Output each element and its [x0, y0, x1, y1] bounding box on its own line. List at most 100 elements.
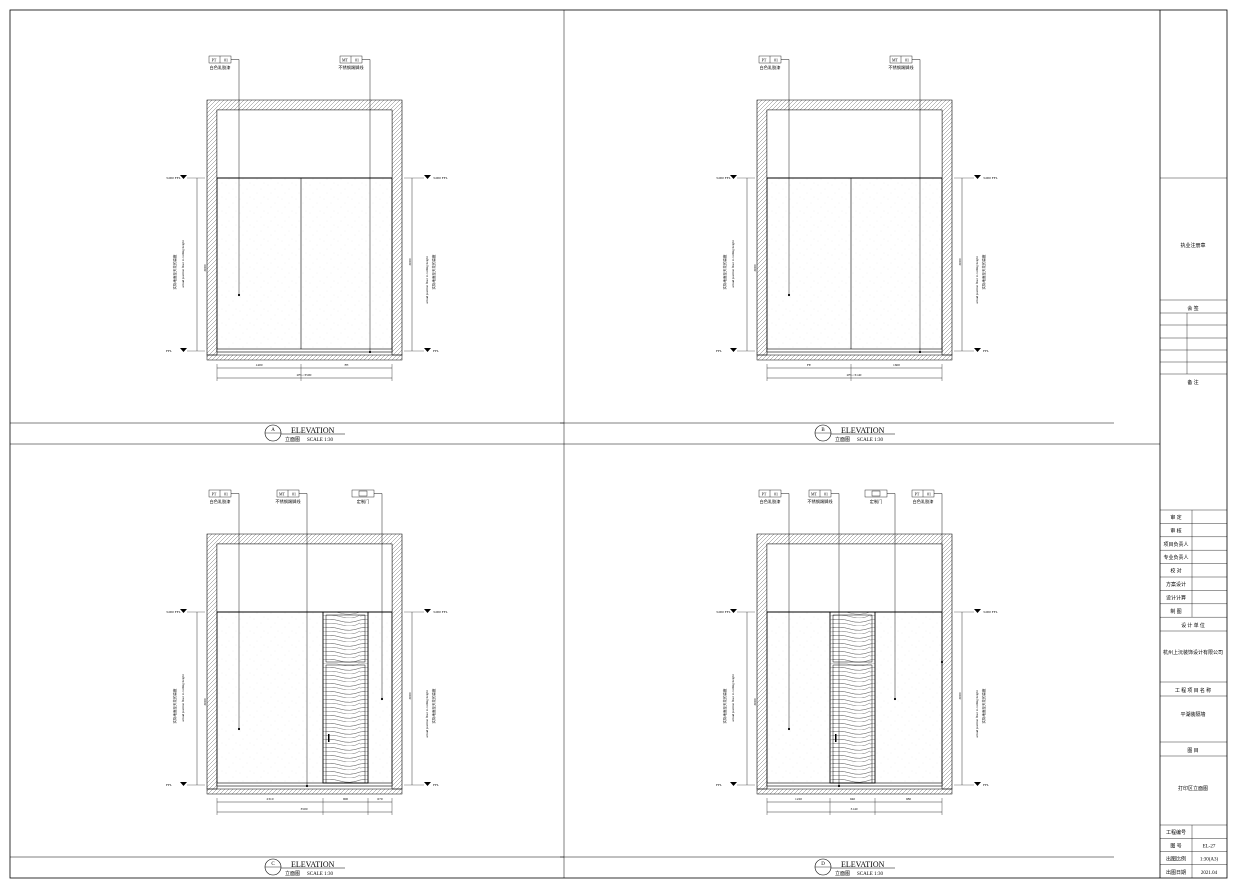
ceiling-cavity: [216, 109, 393, 179]
width-dim-2: 900: [343, 797, 349, 801]
vertical-note-en-left: actual position floor to ceiling height: [181, 674, 185, 721]
tb-info-label-2: 图 号: [1170, 843, 1181, 849]
level-top-label-left: 3.000 FFL: [166, 610, 181, 614]
wall-face-painted: [766, 177, 943, 352]
callout-code2: 01: [224, 58, 228, 63]
vertical-note-en-left: actual position floor to ceiling height: [731, 240, 735, 287]
height-dim-left: 3000: [753, 264, 757, 271]
tb-role-8: 制 图: [1170, 608, 1181, 615]
callout-code1: MT: [892, 58, 899, 63]
section-letter: D: [821, 862, 825, 867]
floor-section-hatch: [756, 788, 953, 795]
ceiling-cavity: [766, 543, 943, 613]
tb-design-unit-label: 设 计 单 位: [1181, 622, 1205, 629]
height-dim-left: 3000: [203, 264, 207, 271]
tb-role-1: 审 定: [1170, 514, 1181, 521]
callout-code2: 01: [824, 492, 828, 497]
callout-code1: MT: [279, 492, 286, 497]
elevation-scale: SCALE 1:30: [307, 438, 333, 443]
vertical-note-cn-right: 实际地面至天花的高度: [981, 254, 986, 289]
tb-role-4: 专业负责人: [1163, 554, 1188, 561]
callout-tag-inner: [358, 490, 368, 497]
overall-dim: 3140: [851, 807, 858, 811]
tb-license-seal: 执业注册章: [1180, 242, 1205, 249]
width-dim-1: 1220: [795, 797, 802, 801]
width-dim-2: 940: [850, 797, 856, 801]
vertical-note-cn-right: 实际地面至天花的高度: [431, 688, 436, 723]
vertical-note-en-right: actual position floor to ceiling height: [975, 256, 979, 303]
callout-code2: 01: [224, 492, 228, 497]
callout-code2: 01: [774, 492, 778, 497]
tb-role-7: 设计计算: [1166, 594, 1186, 601]
tb-info-value-3: 1:30(A3): [1200, 858, 1219, 863]
callout-code1: PT: [762, 492, 767, 497]
elevation-title: ELEVATION: [291, 426, 335, 435]
callout-leader-dot: [368, 350, 372, 354]
level-top-label-right: 3.000 FFL: [983, 610, 998, 614]
door-handle: [328, 734, 330, 742]
callout-leader-dot: [380, 697, 384, 701]
overall-dim: 2FL~3500: [297, 373, 312, 377]
callout-code1: PT: [915, 492, 920, 497]
callout-code2: 01: [927, 492, 931, 497]
tb-countersign: 会 签: [1187, 305, 1198, 312]
ceiling-cavity: [216, 543, 393, 613]
tb-role-3: 项目负责人: [1163, 541, 1188, 548]
skirting-board: [766, 348, 943, 353]
section-letter: B: [821, 428, 825, 433]
door-transom-panel: [832, 614, 873, 663]
level-bottom-marker-left: [180, 782, 187, 786]
callout-material: 白色乳胶漆: [760, 64, 781, 71]
height-dim-left: 3000: [203, 698, 207, 705]
level-bottom-marker-right: [424, 782, 431, 786]
elevation-title: ELEVATION: [841, 860, 885, 869]
level-bottom-label-right: FFL: [983, 349, 989, 353]
level-top-label-left: 3.000 FFL: [716, 610, 731, 614]
callout-material: 不锈钢踢脚线: [888, 64, 914, 71]
width-dim-1: 2310: [267, 797, 274, 801]
level-bottom-marker-left: [180, 348, 187, 352]
callout-code2: 01: [292, 492, 296, 497]
elevation-subtitle: 立面图: [835, 870, 850, 877]
callout-leader-dot: [787, 727, 791, 731]
ceiling-cavity: [766, 109, 943, 179]
level-bottom-label-left: FFL: [166, 783, 172, 787]
skirting-board: [216, 782, 393, 787]
elevation-scale: SCALE 1:30: [857, 872, 883, 877]
tb-info-value-4: 2021.04: [1201, 871, 1218, 876]
overall-dim: 2FL~3140: [847, 373, 862, 377]
callout-leader-dot: [305, 784, 309, 788]
callout-code1: MT: [342, 58, 349, 63]
height-dim-right: 3000: [958, 692, 962, 699]
callout-leader-dot: [893, 697, 897, 701]
callout-material: 白色乳胶漆: [210, 64, 231, 71]
elevation-subtitle: 立面图: [285, 436, 300, 443]
section-letter: C: [271, 862, 275, 867]
vertical-note-cn-right: 实际地面至天花的高度: [981, 688, 986, 723]
level-top-label-left: 3.000 FFL: [166, 176, 181, 180]
callout-leader-dot: [940, 660, 944, 664]
vertical-note-en-right: actual position floor to ceiling height: [425, 256, 429, 303]
vertical-note-cn-left: 实际地面至天花的高度: [172, 688, 177, 723]
level-top-label-right: 3.000 FFL: [433, 176, 448, 180]
callout-leader-dot: [237, 727, 241, 731]
width-dim-2: 1600: [893, 363, 900, 367]
floor-section-hatch: [756, 354, 953, 361]
elevation-title: ELEVATION: [841, 426, 885, 435]
elevation-title: ELEVATION: [291, 860, 335, 869]
elevation-subtitle: 立面图: [285, 870, 300, 877]
tb-role-2: 审 核: [1170, 527, 1181, 534]
height-dim-right: 3000: [408, 258, 412, 265]
level-bottom-label-right: FFL: [983, 783, 989, 787]
callout-material: 白色乳胶漆: [760, 498, 781, 505]
vertical-note-en-right: actual position floor to ceiling height: [425, 690, 429, 737]
callout-leader-dot: [918, 350, 922, 354]
level-top-marker-left: [180, 175, 187, 179]
level-top-marker-right: [424, 609, 431, 613]
